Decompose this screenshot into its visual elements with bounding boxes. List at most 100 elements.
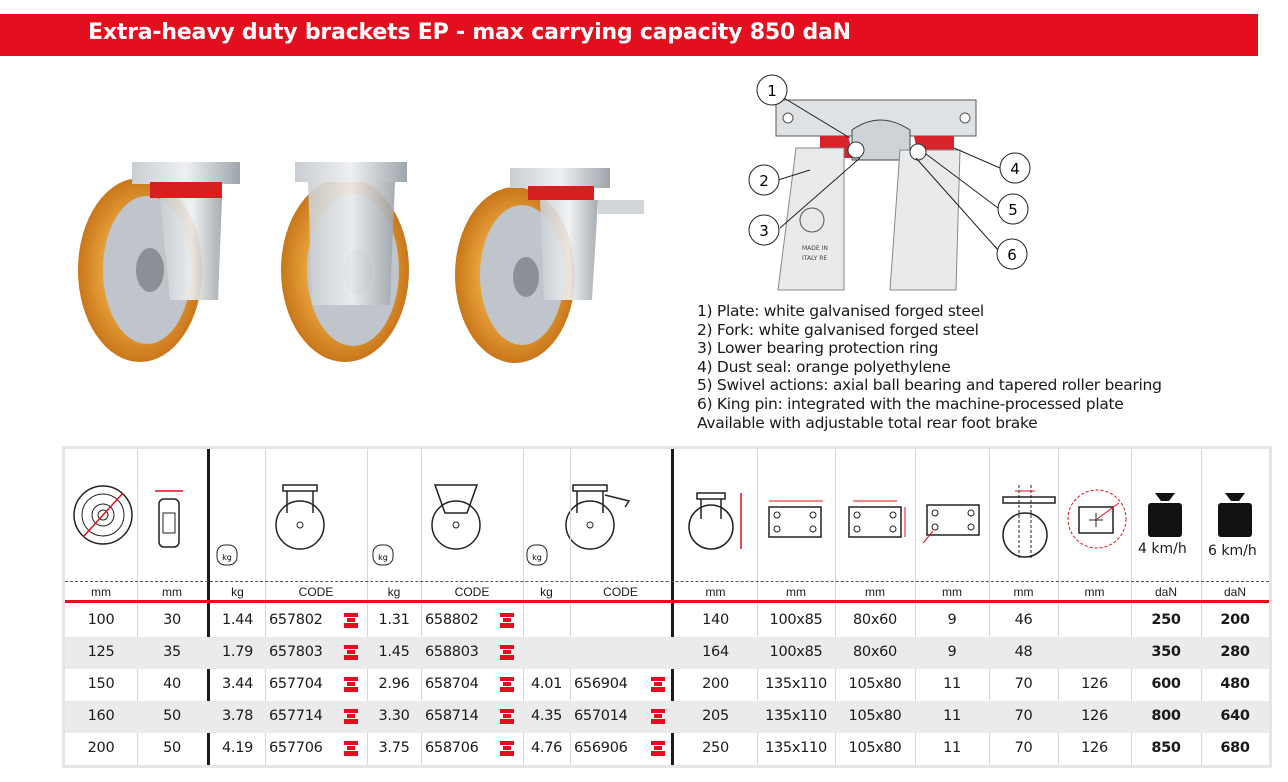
unit-cell: kg bbox=[540, 585, 553, 599]
unit-cell: mm bbox=[91, 585, 111, 599]
table-cell: 70 bbox=[1014, 740, 1033, 756]
weight-icon-fixed: kg bbox=[372, 544, 394, 566]
table-cell: 80x60 bbox=[853, 644, 897, 660]
product-code-icon bbox=[651, 677, 665, 692]
table-cell: 850 bbox=[1151, 740, 1181, 756]
table-cell: 280 bbox=[1220, 644, 1250, 660]
stamp-made-in: MADE IN bbox=[802, 245, 828, 252]
table-cell: 100x85 bbox=[769, 644, 823, 660]
wheel-width-icon bbox=[155, 490, 183, 548]
bolt-spacing-icon bbox=[848, 500, 906, 538]
table-cell: 50 bbox=[163, 740, 181, 756]
table-cell: 125 bbox=[87, 644, 115, 660]
table-cell: 250 bbox=[1151, 612, 1181, 628]
table-cell: 126 bbox=[1081, 740, 1108, 756]
wheel-diameter-icon bbox=[73, 485, 133, 545]
callout-5: 5 bbox=[997, 193, 1029, 225]
table-cell: 164 bbox=[702, 644, 729, 660]
table-cell: 4.35 bbox=[530, 708, 563, 724]
table-cell: 140 bbox=[702, 612, 729, 628]
table-cell: 105x80 bbox=[848, 740, 902, 756]
table-cell: 126 bbox=[1081, 708, 1108, 724]
product-photos bbox=[78, 162, 644, 363]
table-cell: 30 bbox=[163, 612, 181, 628]
table-cell: 657706 bbox=[269, 740, 323, 756]
speed-label-4kmh: 4 km/h bbox=[1138, 541, 1187, 557]
table-cell: 658704 bbox=[425, 676, 479, 692]
weight-icon-swivel: kg bbox=[216, 544, 238, 566]
swivel-radius-icon bbox=[1067, 489, 1127, 549]
table-cell: 2.96 bbox=[378, 676, 410, 692]
table-cell: 100x85 bbox=[769, 612, 823, 628]
table-cell: 150 bbox=[87, 676, 115, 692]
product-code-icon bbox=[500, 677, 514, 692]
table-cell: 11 bbox=[943, 676, 961, 692]
svg-text:6: 6 bbox=[1007, 246, 1017, 264]
unit-cell: mm bbox=[942, 585, 962, 599]
feature-item: 1) Plate: white galvanised forged steel bbox=[697, 302, 984, 320]
table-cell: 135x110 bbox=[765, 676, 827, 692]
product-code-icon bbox=[344, 613, 358, 628]
unit-cell: mm bbox=[162, 585, 182, 599]
product-code-icon bbox=[344, 645, 358, 660]
table-cell: 4.19 bbox=[221, 740, 254, 756]
product-code-icon bbox=[500, 613, 514, 628]
feature-item: 2) Fork: white galvanised forged steel bbox=[697, 320, 979, 339]
table-cell: 1.45 bbox=[378, 644, 410, 660]
feature-item: 3) Lower bearing protection ring bbox=[697, 339, 939, 358]
table-cell: 48 bbox=[1014, 644, 1033, 660]
unit-cell: mm bbox=[705, 585, 726, 599]
product-code-icon bbox=[344, 677, 358, 692]
table-cell: 35 bbox=[163, 644, 181, 660]
overall-height-icon bbox=[688, 492, 742, 550]
table-cell: 658803 bbox=[425, 644, 479, 660]
table-cell: 9 bbox=[947, 644, 957, 660]
table-cell: 205 bbox=[702, 708, 729, 724]
table-cell: 680 bbox=[1220, 740, 1250, 756]
product-code-icon bbox=[500, 709, 514, 724]
table-cell: 658706 bbox=[425, 740, 479, 756]
table-cell: 657014 bbox=[574, 708, 628, 724]
table-cell: 135x110 bbox=[765, 708, 827, 724]
table-cell: 4.76 bbox=[530, 740, 563, 756]
table-cell: 46 bbox=[1014, 612, 1033, 628]
braked-caster-icon bbox=[565, 484, 631, 550]
table-cell: 657803 bbox=[269, 644, 323, 660]
feature-item: Available with adjustable total rear foo… bbox=[697, 413, 1038, 432]
table-cell: 658802 bbox=[425, 612, 479, 628]
table-cell: 126 bbox=[1081, 676, 1108, 692]
cross-section-diagram: MADE IN ITALY RE 1 2 3 4 5 6 bbox=[748, 74, 1031, 291]
table-cell: 200 bbox=[702, 676, 729, 692]
unit-cell: mm bbox=[786, 585, 806, 599]
unit-cell: kg bbox=[387, 585, 401, 599]
page-title: Extra-heavy duty brackets EP - max carry… bbox=[88, 20, 851, 45]
table-cell: 3.75 bbox=[378, 740, 410, 756]
table-cell: 800 bbox=[1151, 708, 1181, 724]
table-cell: 1.44 bbox=[221, 612, 254, 628]
table-cell: 105x80 bbox=[848, 708, 902, 724]
feature-list: 1) Plate: white galvanised forged steel … bbox=[697, 302, 1257, 432]
table-cell: 70 bbox=[1014, 676, 1033, 692]
load-weight-icon-6kmh bbox=[1218, 493, 1252, 537]
title-banner: Extra-heavy duty brackets EP - max carry… bbox=[0, 14, 1258, 56]
spec-table-body: kg kg kg bbox=[65, 449, 1269, 765]
svg-text:1: 1 bbox=[767, 82, 777, 100]
callout-4: 4 bbox=[999, 152, 1031, 184]
table-cell: 3.44 bbox=[221, 676, 254, 692]
table-cell: 656906 bbox=[574, 740, 628, 756]
unit-cell: mm bbox=[865, 585, 885, 599]
unit-cell: kg bbox=[231, 585, 244, 599]
swivel-caster-icon bbox=[275, 484, 325, 550]
table-cell: 11 bbox=[943, 740, 961, 756]
callout-2: 2 bbox=[748, 164, 780, 196]
swivel-caster-photo bbox=[78, 162, 240, 362]
unit-cell: CODE bbox=[603, 585, 638, 599]
product-code-icon bbox=[344, 709, 358, 724]
unit-cell: daN bbox=[1154, 585, 1177, 599]
table-cell: 160 bbox=[87, 708, 115, 724]
table-cell: 200 bbox=[87, 740, 115, 756]
swivel-offset-icon bbox=[1002, 485, 1056, 559]
callout-3: 3 bbox=[748, 214, 780, 246]
